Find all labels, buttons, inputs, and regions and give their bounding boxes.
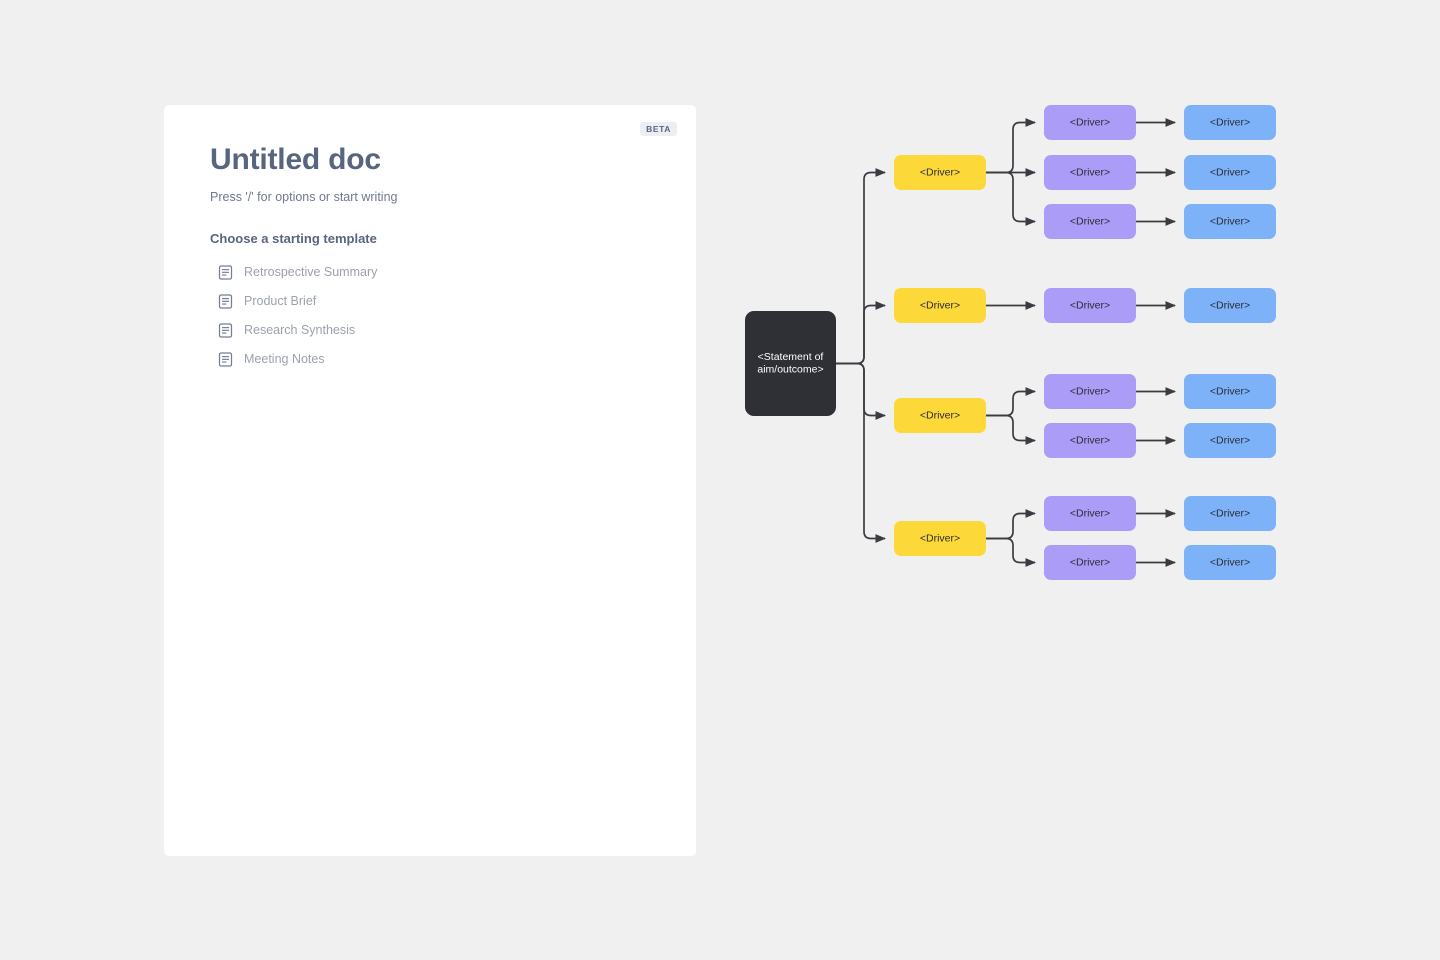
connector-arrow <box>836 362 887 420</box>
connector-arrow <box>986 509 1037 540</box>
connector-arrow <box>986 171 1037 226</box>
secondary-driver-node[interactable]: <Driver> <box>1044 545 1136 580</box>
beta-badge: BETA <box>640 122 677 136</box>
template-item[interactable]: Meeting Notes <box>210 345 656 374</box>
primary-driver-node[interactable]: <Driver> <box>894 521 986 556</box>
connector-arrow <box>836 168 887 365</box>
template-item[interactable]: Product Brief <box>210 287 656 316</box>
template-item-label: Research Synthesis <box>244 323 356 337</box>
document-lines-icon <box>218 323 233 338</box>
document-lines-icon <box>218 352 233 367</box>
change-idea-node[interactable]: <Driver> <box>1184 374 1276 409</box>
secondary-driver-node[interactable]: <Driver> <box>1044 423 1136 458</box>
secondary-driver-node[interactable]: <Driver> <box>1044 374 1136 409</box>
template-item[interactable]: Research Synthesis <box>210 316 656 345</box>
connector-arrow <box>986 118 1037 174</box>
template-item-label: Product Brief <box>244 294 317 308</box>
primary-driver-node[interactable]: <Driver> <box>894 155 986 190</box>
change-idea-node[interactable]: <Driver> <box>1184 545 1276 580</box>
change-idea-node[interactable]: <Driver> <box>1184 155 1276 190</box>
change-idea-node[interactable]: <Driver> <box>1184 496 1276 531</box>
secondary-driver-node[interactable]: <Driver> <box>1044 496 1136 531</box>
primary-driver-node[interactable]: <Driver> <box>894 288 986 323</box>
document-lines-icon <box>218 265 233 280</box>
editor-placeholder[interactable]: Press '/' for options or start writing <box>210 189 398 204</box>
connector-arrow <box>986 387 1037 417</box>
connector-arrow <box>986 414 1037 445</box>
change-idea-node[interactable]: <Driver> <box>1184 288 1276 323</box>
document-lines-icon <box>218 294 233 309</box>
secondary-driver-node[interactable]: <Driver> <box>1044 288 1136 323</box>
change-idea-node[interactable]: <Driver> <box>1184 105 1276 140</box>
change-idea-node[interactable]: <Driver> <box>1184 423 1276 458</box>
document-body: Untitled doc Press '/' for options or st… <box>210 143 656 374</box>
secondary-driver-node[interactable]: <Driver> <box>1044 155 1136 190</box>
template-item-label: Meeting Notes <box>244 352 325 366</box>
connector-arrow <box>986 537 1037 567</box>
secondary-driver-node[interactable]: <Driver> <box>1044 204 1136 239</box>
template-item[interactable]: Retrospective Summary <box>210 258 656 287</box>
primary-driver-node[interactable]: <Driver> <box>894 398 986 433</box>
templates-heading: Choose a starting template <box>210 230 377 246</box>
template-item-label: Retrospective Summary <box>244 265 378 279</box>
document-card: BETA Untitled doc Press '/' for options … <box>164 105 696 856</box>
connector-arrow <box>836 362 887 543</box>
change-idea-node[interactable]: <Driver> <box>1184 204 1276 239</box>
connector-arrow <box>836 301 887 365</box>
page-title[interactable]: Untitled doc <box>210 143 381 176</box>
secondary-driver-node[interactable]: <Driver> <box>1044 105 1136 140</box>
